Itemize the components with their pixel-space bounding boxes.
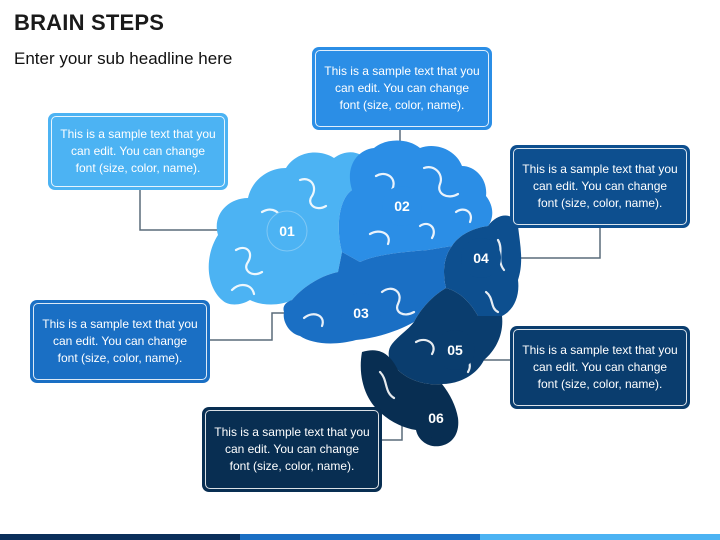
step-box-06: This is a sample text that you can edit.… xyxy=(202,407,382,492)
step-text-04: This is a sample text that you can edit.… xyxy=(522,162,678,210)
badge-label-03: 03 xyxy=(353,305,369,321)
badge-02 xyxy=(382,186,422,226)
page-title: BRAIN STEPS xyxy=(14,10,165,35)
step-text-02: This is a sample text that you can edit.… xyxy=(324,64,480,112)
step-text-06: This is a sample text that you can edit.… xyxy=(214,425,370,473)
badge-label-04: 04 xyxy=(473,250,489,266)
step-text-03: This is a sample text that you can edit.… xyxy=(42,317,198,365)
badge-04 xyxy=(461,238,501,278)
step-text-05: This is a sample text that you can edit.… xyxy=(522,343,678,391)
step-badges xyxy=(266,186,501,438)
badge-label-01: 01 xyxy=(279,223,295,239)
step-box-03: This is a sample text that you can edit.… xyxy=(30,300,210,383)
step-box-04: This is a sample text that you can edit.… xyxy=(510,145,690,228)
step-box-02: This is a sample text that you can edit.… xyxy=(312,47,492,130)
badge-label-02: 02 xyxy=(394,198,410,214)
connector-04 xyxy=(493,228,601,259)
badge-05 xyxy=(435,330,475,370)
step-badge-labels: 01 02 03 04 05 06 xyxy=(279,198,489,426)
footer-bar xyxy=(0,534,720,540)
badge-label-06: 06 xyxy=(428,410,444,426)
badge-06 xyxy=(416,398,456,438)
badge-03 xyxy=(341,293,381,333)
step-box-01: This is a sample text that you can edit.… xyxy=(48,113,228,190)
badge-01 xyxy=(266,210,308,252)
step-box-05: This is a sample text that you can edit.… xyxy=(510,326,690,409)
badge-label-05: 05 xyxy=(447,342,463,358)
step-text-01: This is a sample text that you can edit.… xyxy=(60,127,216,175)
page-subtitle: Enter your sub headline here xyxy=(14,49,233,68)
